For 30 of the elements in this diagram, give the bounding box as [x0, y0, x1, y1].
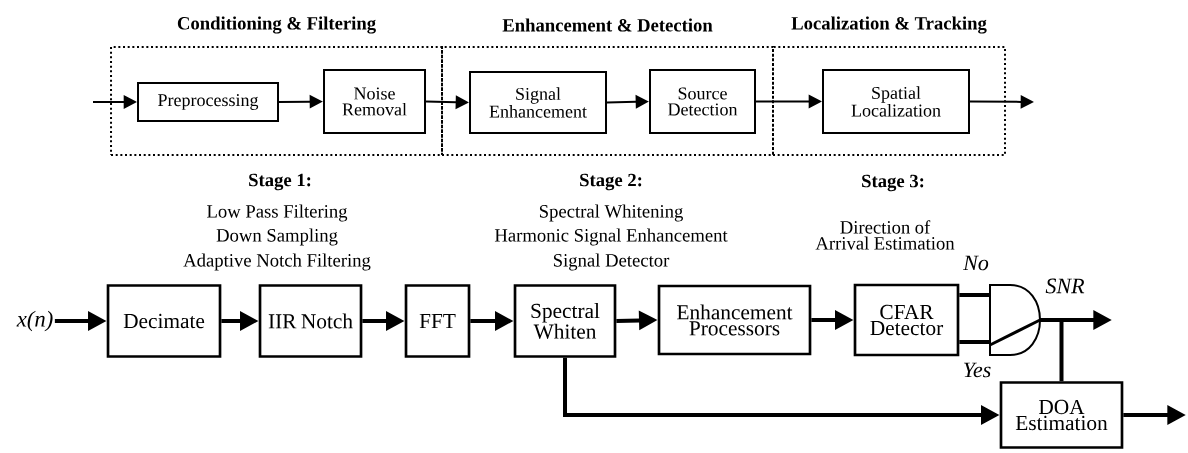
description-text: Adaptive Notch Filtering	[183, 253, 371, 271]
process-box: FFT	[404, 284, 471, 358]
process-box: DOA Estimation	[999, 381, 1124, 449]
stage-title: Enhancement & Detection	[502, 18, 713, 32]
stage-label: Stage 1:	[249, 173, 311, 191]
description-text: Low Pass Filtering	[207, 204, 348, 222]
process-box: IIR Notch	[258, 284, 363, 358]
stage-label: Stage 2:	[580, 173, 642, 191]
process-box: Signal Enhancement	[469, 71, 607, 134]
stage-label: Stage 3:	[862, 174, 924, 192]
edge-label: Yes	[964, 362, 991, 378]
description-text: Direction of Arrival Estimation	[815, 220, 955, 250]
edge-label: SNR	[1045, 278, 1085, 294]
process-box: Decimate	[106, 284, 222, 358]
description-text: Spectral Whitening	[539, 204, 683, 222]
stage-title: Conditioning & Filtering	[177, 16, 376, 34]
process-box: Preprocessing	[137, 82, 279, 122]
stage-title: Localization & Tracking	[791, 16, 987, 34]
process-box: CFAR Detector	[853, 283, 960, 357]
process-box: Spatial Localization	[822, 69, 970, 134]
process-box: Noise Removal	[323, 69, 426, 134]
process-box: Spectral Whiten	[513, 284, 617, 358]
switch-gate	[989, 284, 1041, 356]
description-text: Harmonic Signal Enhancement	[494, 228, 728, 246]
process-box: Enhancement Processors	[657, 284, 812, 356]
process-box: Source Detection	[649, 69, 756, 134]
edge-label: No	[963, 255, 989, 271]
description-text: Signal Detector	[553, 253, 670, 271]
signal-label: x(n)	[16, 310, 53, 332]
description-text: Down Sampling	[216, 228, 338, 246]
